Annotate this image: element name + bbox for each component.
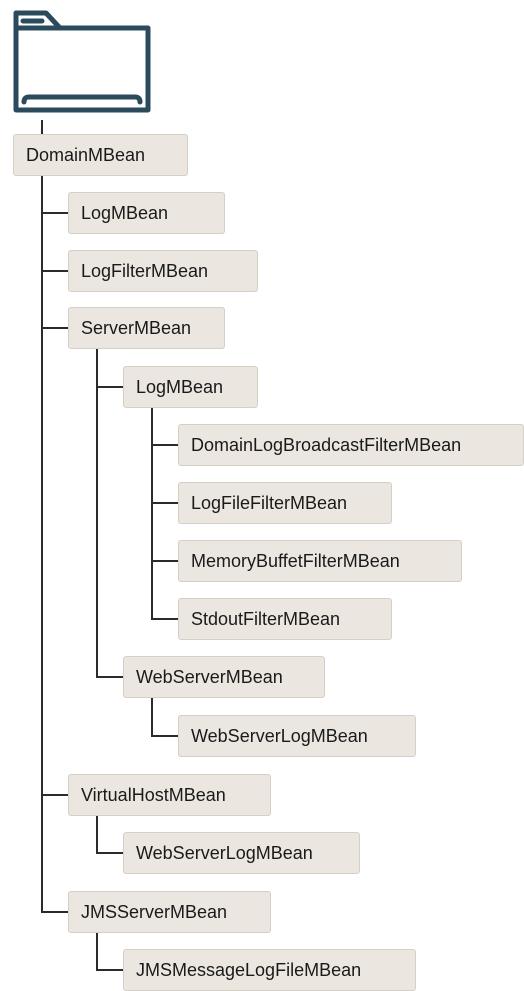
connector-line	[41, 120, 43, 136]
connector-line	[96, 815, 98, 853]
connector-line	[151, 407, 153, 619]
folder-icon	[13, 10, 151, 113]
connector-line	[41, 176, 43, 912]
connector-line	[151, 560, 178, 562]
node-virtual-host-web-server-log-mbean: WebServerLogMBean	[123, 832, 360, 874]
connector-line	[41, 794, 68, 796]
node-server-log-mbean: LogMBean	[123, 366, 258, 408]
node-jms-message-log-file-mbean: JMSMessageLogFileMBean	[123, 949, 416, 991]
node-log-file-filter-mbean: LogFileFilterMBean	[178, 482, 392, 524]
connector-line	[151, 444, 178, 446]
node-web-server-mbean: WebServerMBean	[123, 656, 325, 698]
connector-line	[151, 735, 178, 737]
connector-line	[41, 212, 68, 214]
node-stdout-filter-mbean: StdoutFilterMBean	[178, 598, 392, 640]
node-domain-mbean: DomainMBean	[13, 134, 188, 176]
node-log-mbean: LogMBean	[68, 192, 225, 234]
connector-line	[151, 502, 178, 504]
connector-line	[41, 911, 68, 913]
node-memory-buffet-filter-mbean: MemoryBuffetFilterMBean	[178, 540, 462, 582]
connector-line	[96, 349, 98, 677]
connector-line	[41, 270, 68, 272]
node-jms-server-mbean: JMSServerMBean	[68, 891, 271, 933]
node-virtual-host-mbean: VirtualHostMBean	[68, 774, 271, 816]
node-log-filter-mbean: LogFilterMBean	[68, 250, 258, 292]
connector-line	[41, 327, 68, 329]
connector-line	[151, 618, 178, 620]
connector-line	[96, 852, 123, 854]
node-domain-log-broadcast-filter-mbean: DomainLogBroadcastFilterMBean	[178, 424, 524, 466]
connector-line	[96, 386, 123, 388]
connector-line	[96, 932, 98, 970]
node-web-server-log-mbean: WebServerLogMBean	[178, 715, 416, 757]
connector-line	[96, 969, 123, 971]
connector-line	[151, 698, 153, 736]
node-server-mbean: ServerMBean	[68, 307, 225, 349]
connector-line	[96, 676, 123, 678]
